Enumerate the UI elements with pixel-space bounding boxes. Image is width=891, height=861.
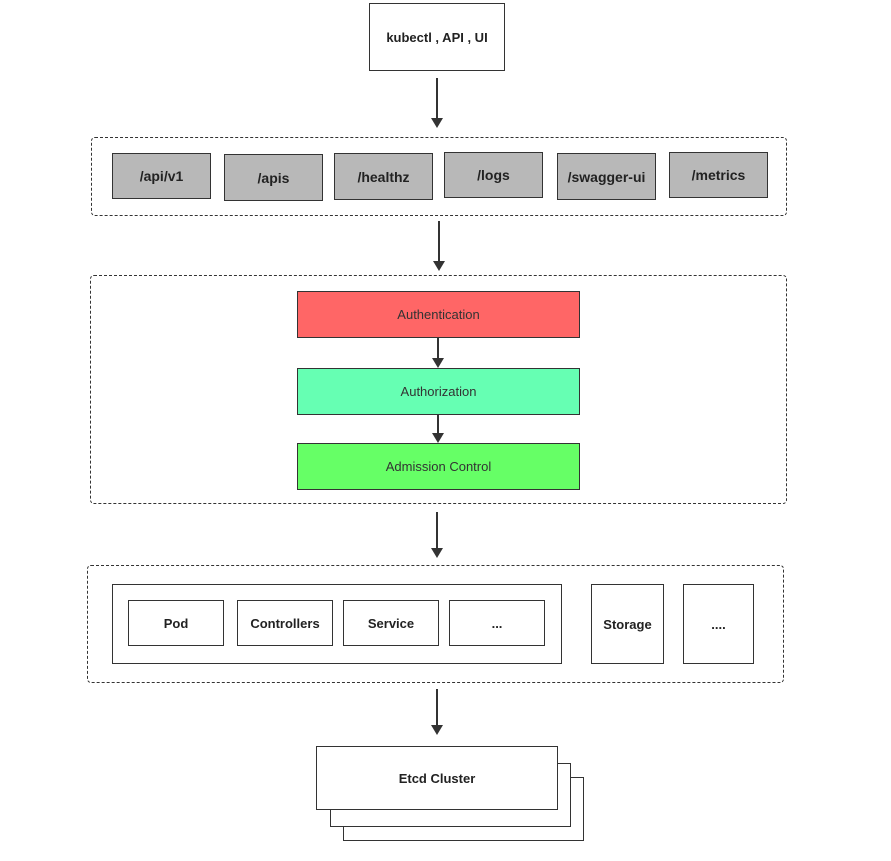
endpoint-label: /api/v1 <box>139 168 184 184</box>
authentication-box: Authentication <box>297 291 580 338</box>
admission-control-label: Admission Control <box>385 459 492 474</box>
etcd-cluster-label: Etcd Cluster <box>398 770 476 786</box>
access-control-group <box>90 275 787 504</box>
resource-label: Pod <box>163 615 189 631</box>
admission-control-box: Admission Control <box>297 443 580 490</box>
resource-label: Controllers <box>250 615 320 631</box>
endpoint-logs: /logs <box>444 152 543 198</box>
resource-label: Service <box>367 615 415 631</box>
endpoint-metrics: /metrics <box>669 152 768 198</box>
client-box: kubectl , API , UI <box>369 3 505 71</box>
authorization-label: Authorization <box>400 384 477 399</box>
resource-pod: Pod <box>128 600 224 646</box>
endpoint-apis: /apis <box>224 154 323 201</box>
endpoints-group <box>91 137 787 216</box>
etcd-cluster-box: Etcd Cluster <box>316 746 558 810</box>
endpoint-label: /metrics <box>691 167 746 183</box>
resource-more: ... <box>449 600 545 646</box>
endpoint-healthz: /healthz <box>334 153 433 200</box>
authorization-box: Authorization <box>297 368 580 415</box>
resource-label: ... <box>491 615 503 631</box>
client-label: kubectl , API , UI <box>386 29 488 45</box>
endpoint-label: /apis <box>257 169 290 186</box>
endpoint-label: /swagger-ui <box>567 168 646 185</box>
resource-controllers: Controllers <box>237 600 333 646</box>
endpoint-label: /healthz <box>357 168 410 185</box>
authentication-label: Authentication <box>397 307 480 322</box>
storage-label: Storage <box>603 616 652 632</box>
more-label: .... <box>711 616 726 632</box>
resource-service: Service <box>343 600 439 646</box>
storage-box: Storage <box>591 584 664 664</box>
endpoint-label: /logs <box>477 167 510 183</box>
more-box: .... <box>683 584 754 664</box>
endpoint-api-v1: /api/v1 <box>112 153 211 199</box>
resources-group <box>87 565 784 683</box>
endpoint-swagger-ui: /swagger-ui <box>557 153 656 200</box>
